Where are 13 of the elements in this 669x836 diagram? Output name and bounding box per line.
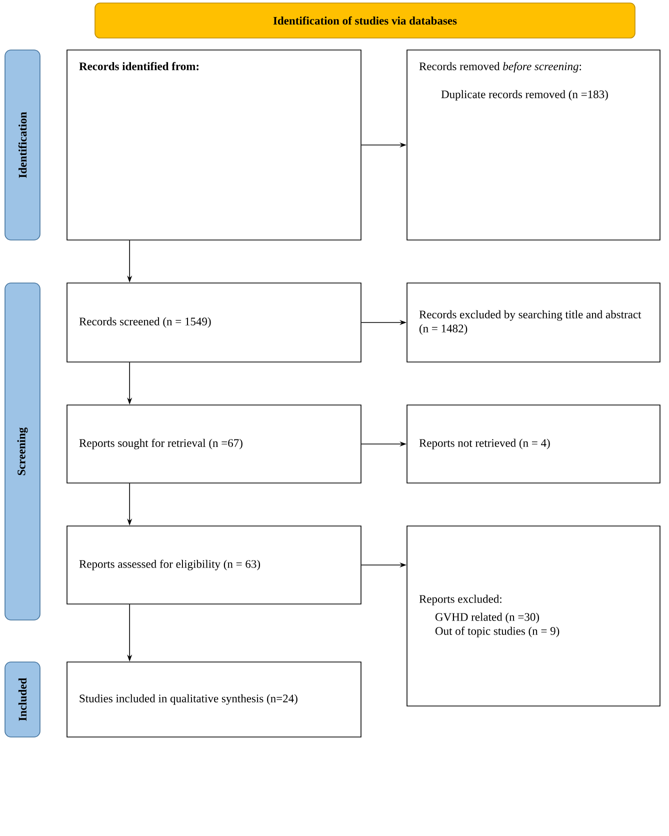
process-box: Records identified from: (66, 50, 362, 240)
process-box: Reports excluded: GVHD related (n =30) Out of topic studies (n = 9) (406, 526, 660, 706)
process-box: Records screened (n = 1549) (66, 282, 362, 362)
process-box: Records removed before screening: Duplicate records removed (n =183) (406, 50, 660, 240)
process-box: Reports assessed for eligibility (n = 63) (66, 526, 362, 604)
process-box: Records excluded by searching title and abstract (n = 1482) (406, 282, 660, 362)
process-box: Studies included in qualitative synthesis (n=24) (66, 662, 362, 738)
process-box: Reports sought for retrieval (n =67) (66, 404, 362, 484)
header-band: Identification of studies via databases (94, 2, 636, 38)
stage-label-band: Screening (4, 282, 40, 620)
stage-label-band: Included (4, 662, 40, 738)
stage-label-band: Identification (4, 50, 40, 240)
process-box: Reports not retrieved (n = 4) (406, 404, 660, 484)
